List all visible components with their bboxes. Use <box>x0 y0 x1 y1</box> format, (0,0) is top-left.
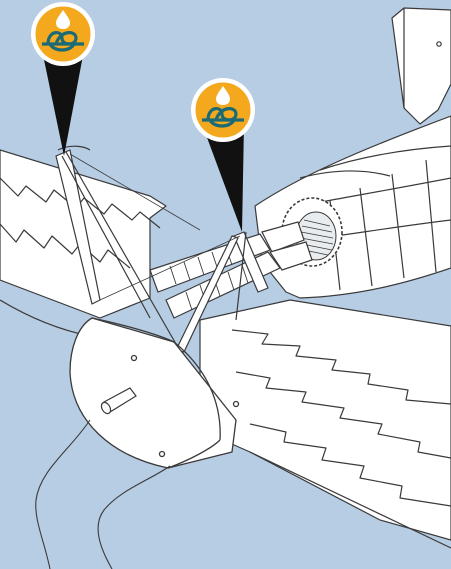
callout-oil-point-1[interactable] <box>31 2 95 156</box>
wing-right <box>200 300 451 548</box>
tail-fin <box>392 8 451 124</box>
fuselage <box>255 116 451 298</box>
callout-oil-point-2[interactable] <box>191 78 255 232</box>
